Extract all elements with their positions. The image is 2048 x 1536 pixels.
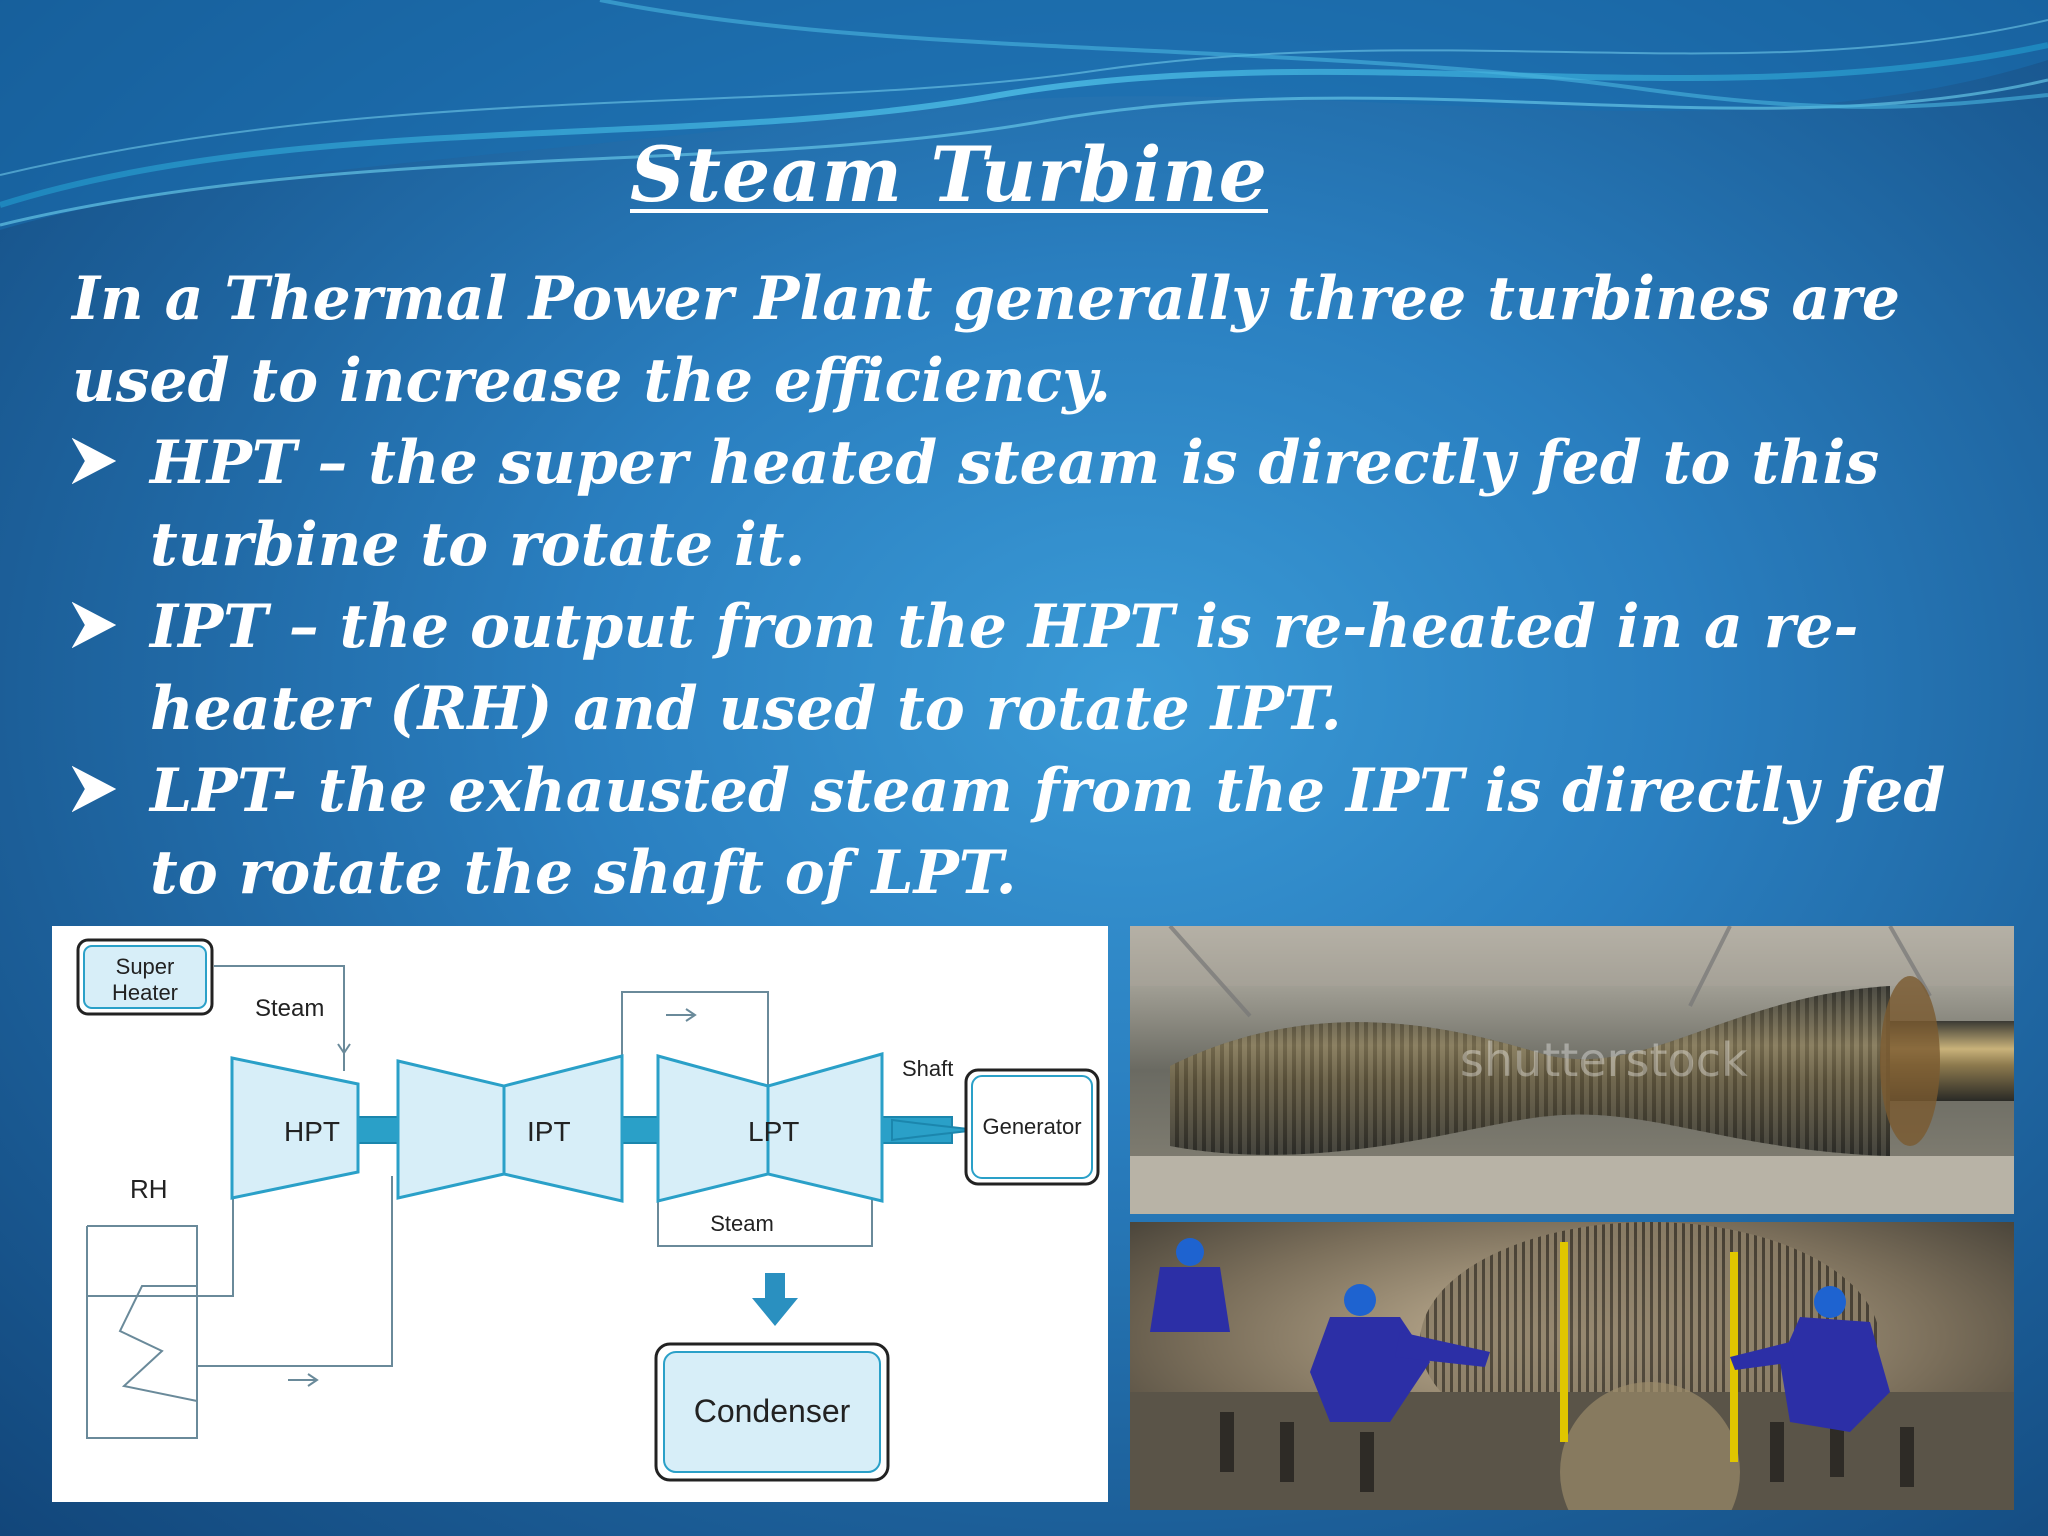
arrow-bullet-icon — [72, 765, 116, 813]
generator-label: Generator — [982, 1114, 1081, 1139]
ipt-label: IPT — [527, 1116, 571, 1147]
shaft-label: Shaft — [902, 1056, 953, 1081]
condenser-label: Condenser — [694, 1393, 851, 1429]
arrow-bullet-icon — [72, 437, 116, 485]
turbine-workers-photo — [1130, 1222, 2014, 1510]
bullet-item-ipt: IPT – the output from the HPT is re-heat… — [72, 586, 2012, 750]
header-wave-decoration — [0, 0, 2048, 230]
bullet-list: HPT – the super heated steam is directly… — [72, 422, 2012, 914]
arrow-bullet-icon — [72, 601, 116, 649]
steam-bottom-label: Steam — [710, 1211, 774, 1236]
lpt-label: LPT — [748, 1116, 799, 1147]
bullet-text: IPT – the output from the HPT is re-heat… — [150, 592, 1859, 744]
bullet-text: HPT – the super heated steam is directly… — [150, 428, 1880, 580]
intro-text: In a Thermal Power Plant generally three… — [72, 264, 1901, 416]
turbine-schematic-diagram: Super Heater Steam HPT IPT LPT Shaft Gen… — [52, 926, 1108, 1502]
turbine-rotor-photo: shutterstock — [1130, 926, 2014, 1214]
super-heater-label-1: Super — [116, 954, 175, 979]
bullet-item-lpt: LPT- the exhausted steam from the IPT is… — [72, 750, 2012, 914]
rh-label: RH — [130, 1174, 168, 1204]
bullet-item-hpt: HPT – the super heated steam is directly… — [72, 422, 2012, 586]
watermark-text: shutterstock — [1460, 1033, 1748, 1087]
hpt-label: HPT — [284, 1116, 340, 1147]
bullet-text: LPT- the exhausted steam from the IPT is… — [150, 756, 1946, 908]
super-heater-label-2: Heater — [112, 980, 178, 1005]
slide-title: Steam Turbine — [630, 130, 1268, 219]
steam-top-label: Steam — [255, 995, 324, 1022]
slide-body: In a Thermal Power Plant generally three… — [72, 258, 2012, 914]
